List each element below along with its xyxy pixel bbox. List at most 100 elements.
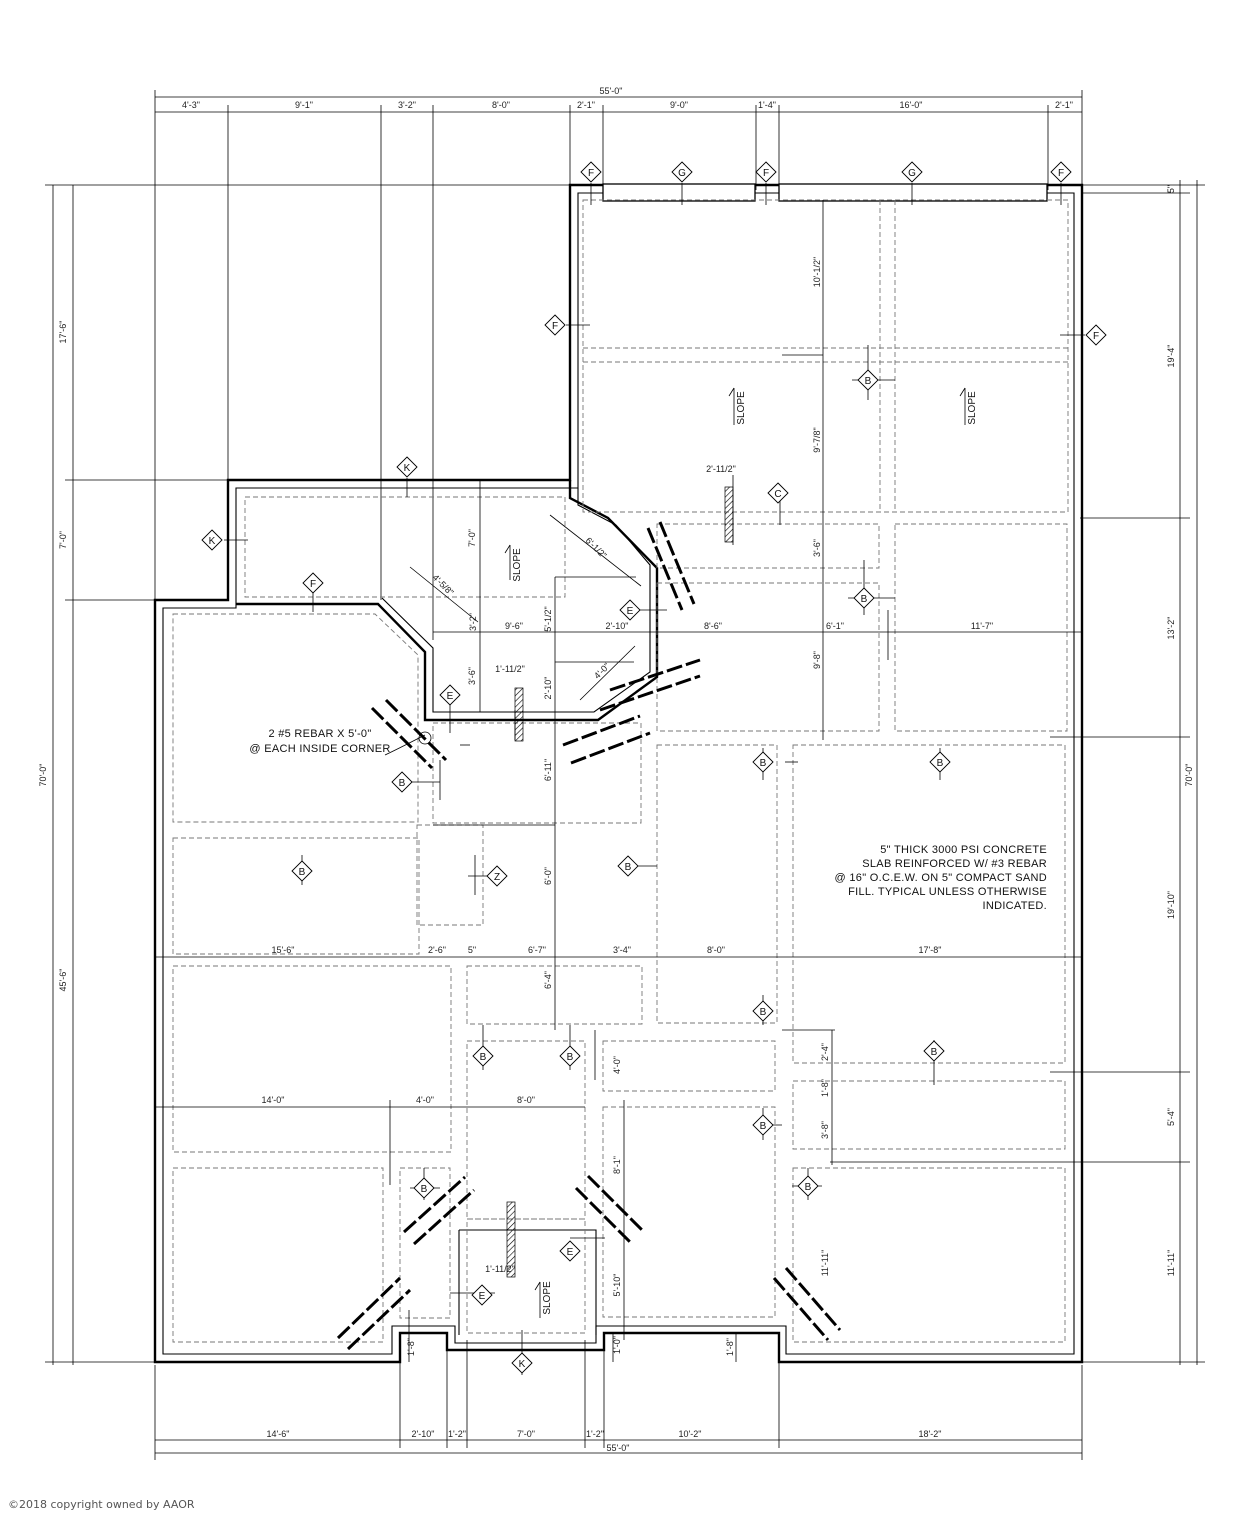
corner-rebar-marks bbox=[336, 521, 842, 1351]
tag-letter: F bbox=[763, 168, 769, 179]
tag-letter: K bbox=[404, 463, 411, 474]
dim-1-8c: 1'-8" bbox=[725, 1338, 735, 1356]
tag-f-marker: F bbox=[1085, 324, 1107, 346]
dim-left-overall: 70'-0" bbox=[38, 764, 48, 787]
dim-6-0: 6'-0" bbox=[543, 867, 553, 885]
tag-letter: K bbox=[519, 1359, 526, 1370]
tag-letter: B bbox=[399, 778, 406, 789]
slope-label-1: SLOPE bbox=[736, 391, 747, 425]
dim-4-0a: 4'-0" bbox=[592, 661, 612, 681]
dim-17-8: 17'-8" bbox=[919, 945, 942, 955]
dim-2-6: 2'-6" bbox=[428, 945, 446, 955]
tag-letter: E bbox=[447, 691, 454, 702]
dim-8-0a: 8'-0" bbox=[707, 945, 725, 955]
dim-left-3: 45'-6" bbox=[58, 969, 68, 992]
dim-2-10a: 2'-10" bbox=[606, 621, 629, 631]
dim-3-6-mid: 3'-6" bbox=[467, 667, 477, 685]
dim-9-6: 9'-6" bbox=[505, 621, 523, 631]
dim-bottom-seg-1: 14'-6" bbox=[267, 1429, 290, 1439]
slope-indicators: SLOPE SLOPE SLOPE SLOPE bbox=[504, 387, 978, 1318]
dim-left-2: 7'-0" bbox=[58, 531, 68, 549]
tag-b-marker: B bbox=[752, 1000, 774, 1022]
tag-k-marker: K bbox=[511, 1352, 533, 1374]
dim-bottom-seg-3: 1'-2" bbox=[448, 1429, 466, 1439]
tag-f-marker: F bbox=[544, 314, 566, 336]
dim-8-1: 8'-1" bbox=[612, 1156, 622, 1174]
dim-6-11: 6'-11" bbox=[543, 759, 553, 781]
dim-top-overall: 55'-0" bbox=[600, 86, 623, 96]
slope-label-4: SLOPE bbox=[542, 1281, 553, 1315]
dim-8-6: 8'-6" bbox=[704, 621, 722, 631]
tag-letter: G bbox=[908, 168, 916, 179]
dim-bottom-seg-5: 1'-2" bbox=[586, 1429, 604, 1439]
dim-5-1half: 5'-1/2" bbox=[543, 606, 553, 631]
tag-c-marker: C bbox=[767, 482, 789, 504]
tag-letter: Z bbox=[494, 872, 500, 883]
tag-letter: B bbox=[421, 1184, 428, 1195]
dim-5-10: 5'-10" bbox=[612, 1274, 622, 1297]
hatch-marks bbox=[506, 486, 734, 1278]
tag-letter: F bbox=[552, 321, 558, 332]
slab-note-line-3: @ 16" O.C.E.W. ON 5" COMPACT SAND bbox=[835, 872, 1047, 884]
tag-b-marker: B bbox=[617, 855, 639, 877]
dim-1-8a: 1'-8" bbox=[820, 1079, 830, 1097]
tag-k-marker: K bbox=[396, 456, 418, 478]
tag-letter: B bbox=[937, 758, 944, 769]
tag-g-marker: G bbox=[901, 161, 923, 183]
copyright-watermark: ©2018 copyright owned by AAOR bbox=[8, 1498, 195, 1511]
tag-b-marker: B bbox=[929, 751, 951, 773]
dim-top-seg-2: 9'-1" bbox=[295, 100, 313, 110]
dim-right-1: 5" bbox=[1166, 185, 1176, 193]
tag-e-marker: E bbox=[439, 684, 461, 706]
left-dimensions: 17'-6" 7'-0" 70'-0" 45'-6" bbox=[38, 184, 570, 1365]
dim-top-seg-6: 9'-0" bbox=[670, 100, 688, 110]
dim-bottom-overall: 55'-0" bbox=[607, 1443, 630, 1453]
dim-bottom-seg-7: 18'-2" bbox=[919, 1429, 942, 1439]
tag-letter: E bbox=[627, 606, 634, 617]
tag-letter: B bbox=[625, 862, 632, 873]
dim-right-6: 11'-11" bbox=[1166, 1250, 1176, 1277]
slab-note-line-5: INDICATED. bbox=[982, 900, 1047, 912]
tag-letter: B bbox=[760, 1121, 767, 1132]
tag-letter: K bbox=[209, 536, 216, 547]
tag-letter: E bbox=[567, 1247, 574, 1258]
dim-1-0: 1'-0" bbox=[612, 1336, 622, 1354]
tag-f-marker: F bbox=[1050, 161, 1072, 183]
tag-b-marker: B bbox=[752, 751, 774, 773]
right-dimensions: 5" 19'-4" 13'-2" 70'-0" 19'-10" 5'-4" 11… bbox=[830, 180, 1205, 1365]
rebar-corner-note: 2 #5 REBAR X 5'-0" @ EACH INSIDE CORNER bbox=[249, 728, 432, 756]
tag-b-marker: B bbox=[559, 1045, 581, 1067]
slope-label-2: SLOPE bbox=[967, 391, 978, 425]
tag-letter: B bbox=[865, 376, 872, 387]
tag-letter: G bbox=[678, 168, 686, 179]
dim-11-11: 11'-11" bbox=[820, 1250, 830, 1277]
dim-right-4: 19'-10" bbox=[1166, 891, 1176, 919]
tag-letter: F bbox=[1058, 168, 1064, 179]
dim-9-7half: 9'-7/8" bbox=[812, 427, 822, 452]
tag-e-marker: E bbox=[559, 1240, 581, 1262]
rebar-note-line-1: 2 #5 REBAR X 5'-0" bbox=[268, 728, 371, 740]
dim-3-2: 3'-2" bbox=[468, 613, 478, 631]
dim-9-8: 9'-8" bbox=[812, 651, 822, 669]
dim-4-0b: 4'-0" bbox=[612, 1056, 622, 1074]
dim-right-5: 5'-4" bbox=[1166, 1108, 1176, 1126]
tag-letter: B bbox=[861, 594, 868, 605]
dim-bottom-seg-6: 10'-2" bbox=[679, 1429, 702, 1439]
dim-right-2: 19'-4" bbox=[1166, 345, 1176, 368]
tag-letter: B bbox=[299, 867, 306, 878]
slope-arrow-2: SLOPE bbox=[959, 387, 978, 425]
dim-bottom-seg-2: 2'-10" bbox=[412, 1429, 435, 1439]
foundation-outline bbox=[153, 183, 1084, 1364]
slab-note-line-2: SLAB REINFORCED W/ #3 REBAR bbox=[862, 858, 1047, 870]
dim-4-0c: 4'-0" bbox=[416, 1095, 434, 1105]
tag-letter: B bbox=[760, 1007, 767, 1018]
dim-2-4: 2'-4" bbox=[820, 1043, 830, 1061]
dim-right-overall: 70'-0" bbox=[1184, 764, 1194, 787]
slab-spec-note: 5" THICK 3000 PSI CONCRETE SLAB REINFORC… bbox=[835, 844, 1047, 912]
tag-b-marker: B bbox=[923, 1040, 945, 1062]
dim-3-4: 3'-4" bbox=[613, 945, 631, 955]
dim-7-0: 7'-0" bbox=[467, 529, 477, 547]
slab-note-line-4: FILL. TYPICAL UNLESS OTHERWISE bbox=[848, 886, 1047, 898]
tag-letter: B bbox=[760, 758, 767, 769]
